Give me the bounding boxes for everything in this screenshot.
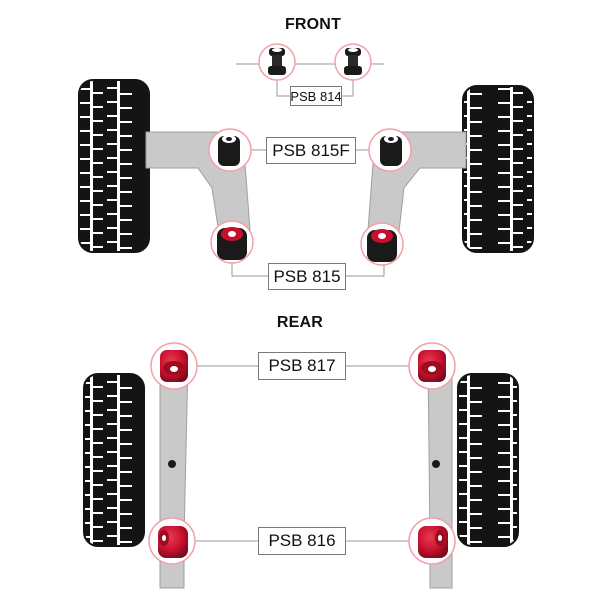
- psb815-bush-left: [210, 220, 254, 264]
- psb814-bush-left: [258, 43, 296, 81]
- front-right-tyre: [462, 85, 534, 253]
- psb815-bush-right: [360, 222, 404, 266]
- psb814-bush-right: [334, 43, 372, 81]
- rear-left-tyre: [83, 373, 145, 547]
- label-psb815f: PSB 815F: [266, 137, 356, 164]
- front-connectors: [231, 149, 385, 277]
- rear-title: REAR: [276, 314, 324, 331]
- front-title: FRONT: [284, 16, 342, 33]
- psb816-bush-left: [148, 517, 196, 565]
- psb817-bush-right: [408, 342, 456, 390]
- psb815f-bush-right: [368, 128, 412, 172]
- psb816-bush-right: [408, 517, 456, 565]
- label-psb817: PSB 817: [258, 352, 346, 380]
- label-psb816: PSB 816: [258, 527, 346, 555]
- psb817-bush-left: [150, 342, 198, 390]
- psb815f-bush-left: [208, 128, 252, 172]
- front-left-tyre: [78, 79, 150, 253]
- label-psb814: PSB 814: [290, 86, 342, 106]
- rear-connectors: [196, 365, 410, 542]
- label-psb815: PSB 815: [268, 263, 346, 290]
- rear-right-tyre: [457, 373, 519, 547]
